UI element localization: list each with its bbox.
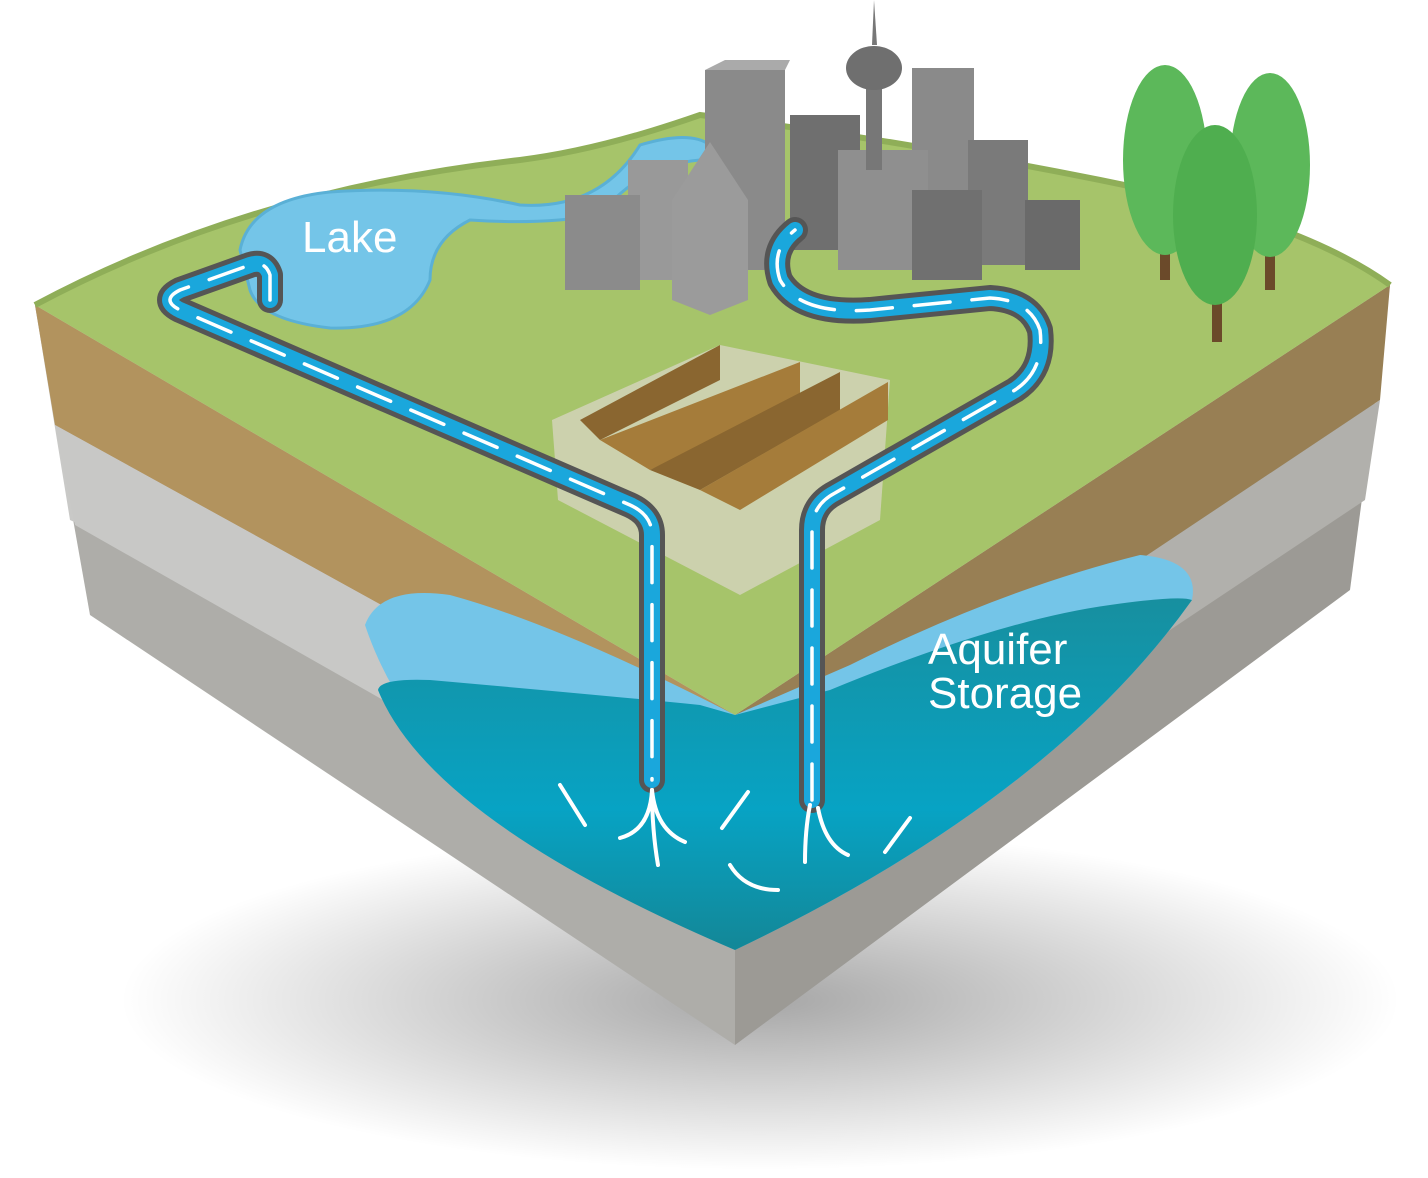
aquifer-label-line2: Storage (928, 669, 1083, 718)
flow-arrows (558, 783, 912, 892)
aquifer-label-line1: Aquifer (928, 625, 1068, 674)
pipes (157, 217, 1054, 813)
aquifer-storage-label: Aquifer Storage (928, 628, 1082, 716)
trees (1123, 65, 1310, 342)
aquifer-deep (378, 598, 1192, 950)
city-buildings (565, 0, 1080, 315)
lake-label: Lake (302, 213, 398, 262)
